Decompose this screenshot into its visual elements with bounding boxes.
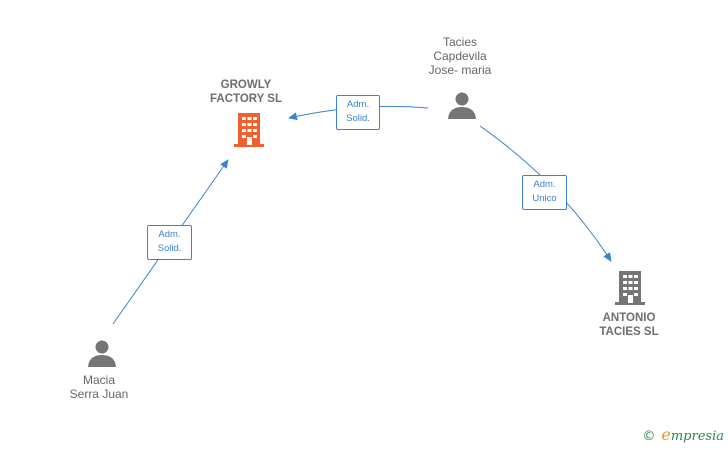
node-name-line: Serra Juan <box>69 387 129 401</box>
edge-role-line: Unico <box>532 193 557 204</box>
edge-label-tacies-antonio[interactable]: Adm. Unico <box>522 175 567 210</box>
edge-role-line: Solid. <box>157 243 182 254</box>
node-name-line: Jose- maria <box>428 63 492 77</box>
node-name-line: FACTORY SL <box>210 93 282 105</box>
building-icon[interactable] <box>614 270 646 306</box>
node-label-growly[interactable]: GROWLY FACTORY SL <box>196 78 296 106</box>
node-name-line: Macia <box>82 373 115 387</box>
node-name-line: ANTONIO <box>602 312 656 324</box>
node-name-line: TACIES SL <box>599 326 659 338</box>
edge-role-line: Adm. <box>533 179 556 190</box>
brand-watermark: © empresia <box>642 425 724 444</box>
edge-label-macia-growly[interactable]: Adm. Solid. <box>147 225 192 260</box>
node-label-tacies[interactable]: Tacies Capdevila Jose- maria <box>410 35 510 77</box>
node-name-line: Capdevila <box>433 49 487 63</box>
edge-role-line: Solid. <box>346 113 370 124</box>
copyright-symbol: © <box>642 429 656 444</box>
brand-logo-text: mpresia <box>670 429 724 444</box>
person-icon[interactable] <box>86 338 118 368</box>
edge-role-line: Adm. <box>158 229 181 240</box>
node-name-line: Tacies <box>442 35 477 49</box>
node-label-macia[interactable]: Macia Serra Juan <box>49 373 149 401</box>
person-icon[interactable] <box>446 90 478 120</box>
node-label-antonio[interactable]: ANTONIO TACIES SL <box>579 311 679 339</box>
building-icon[interactable] <box>233 112 265 148</box>
edge-role-line: Adm. <box>346 99 370 110</box>
node-name-line: GROWLY <box>220 79 272 91</box>
edge-label-tacies-growly[interactable]: Adm. Solid. <box>336 95 380 130</box>
brand-logo-initial: e <box>661 425 671 444</box>
